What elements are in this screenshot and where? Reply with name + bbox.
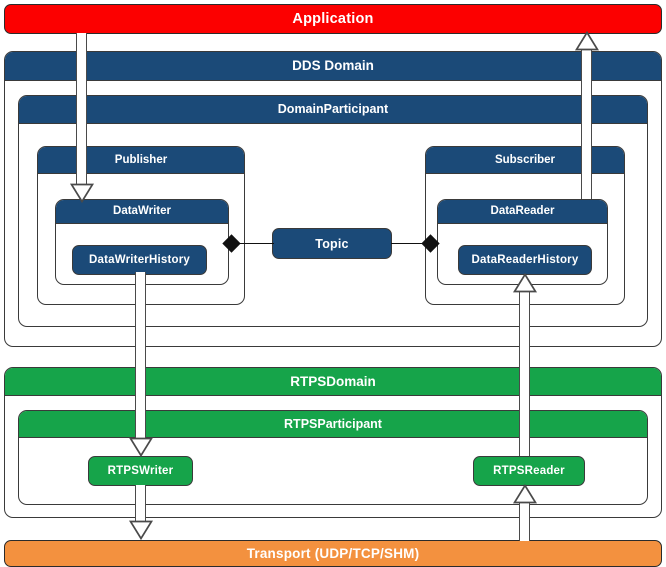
datawriterhistory-to-rtpswriter-arrowhead xyxy=(128,437,154,458)
dds-domain-header: DDS Domain xyxy=(5,52,661,81)
rtpsreader-to-datareaderhistory-line xyxy=(519,290,530,456)
subscriber-label: Subscriber xyxy=(494,153,556,166)
datawriter-topic-line xyxy=(236,243,274,244)
data-reader-history-box: DataReaderHistory xyxy=(458,245,592,275)
transport-to-rtpsreader-arrowhead xyxy=(512,483,538,504)
application-bar: Application xyxy=(4,4,662,34)
application-to-datawriter-line xyxy=(76,33,87,185)
domain-participant-header: DomainParticipant xyxy=(19,96,647,124)
data-writer-header: DataWriter xyxy=(56,200,228,224)
rtps-participant-label: RTPSParticipant xyxy=(284,416,382,431)
rtps-reader-box: RTPSReader xyxy=(473,456,585,486)
datareader-topic-line xyxy=(391,243,429,244)
rtpsreader-to-datareaderhistory-arrowhead xyxy=(512,272,538,293)
rtps-writer-label: RTPSWriter xyxy=(107,465,174,477)
data-reader-header: DataReader xyxy=(438,200,607,224)
rtps-domain-header: RTPSDomain xyxy=(5,368,661,396)
transport-to-rtpsreader-line xyxy=(519,500,530,541)
dds-domain-label: DDS Domain xyxy=(292,58,374,73)
datareader-to-application-line xyxy=(581,46,592,199)
publisher-header: Publisher xyxy=(38,147,244,174)
domain-participant-label: DomainParticipant xyxy=(277,102,389,116)
publisher-label: Publisher xyxy=(114,153,168,166)
transport-bar: Transport (UDP/TCP/SHM) xyxy=(4,540,662,567)
datareader-to-application-arrowhead xyxy=(574,30,600,51)
data-reader-history-label: DataReaderHistory xyxy=(471,254,579,266)
rtpswriter-to-transport-line xyxy=(135,485,146,523)
data-reader-label: DataReader xyxy=(490,205,555,217)
data-writer-history-label: DataWriterHistory xyxy=(89,254,190,266)
subscriber-header: Subscriber xyxy=(426,147,624,174)
topic-label: Topic xyxy=(315,236,349,251)
rtps-participant-header: RTPSParticipant xyxy=(19,411,647,438)
rtpswriter-to-transport-arrowhead xyxy=(128,520,154,541)
topic-box: Topic xyxy=(272,228,392,259)
data-writer-history-box: DataWriterHistory xyxy=(72,245,207,275)
rtps-domain-label: RTPSDomain xyxy=(290,373,376,389)
data-writer-label: DataWriter xyxy=(113,205,171,217)
transport-label: Transport (UDP/TCP/SHM) xyxy=(246,546,420,561)
rtps-reader-label: RTPSReader xyxy=(493,465,565,477)
datawriterhistory-to-rtpswriter-line xyxy=(135,272,146,440)
application-label: Application xyxy=(292,11,374,27)
application-to-datawriter-arrowhead xyxy=(69,183,95,204)
rtps-writer-box: RTPSWriter xyxy=(88,456,193,486)
